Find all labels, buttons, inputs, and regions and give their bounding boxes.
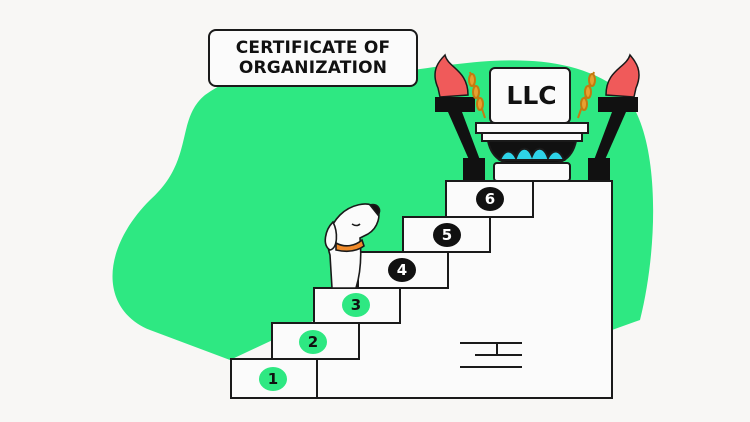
wheat-icons [468, 71, 596, 119]
step-4-badge: 4 [388, 258, 416, 282]
dog-illustration [324, 203, 381, 289]
left-torch [434, 53, 485, 180]
step-6-badge: 6 [476, 187, 504, 211]
certificate-title-box: CERTIFICATE OF ORGANIZATION [208, 29, 418, 87]
step-3-badge: 3 [342, 293, 370, 317]
right-torch [588, 53, 640, 180]
pedestal [475, 67, 589, 182]
step-1-badge: 1 [259, 367, 287, 391]
lotus-icon [498, 147, 566, 161]
title-line-2: ORGANIZATION [238, 58, 388, 78]
step-2-badge: 2 [299, 330, 327, 354]
step-5-badge: 5 [433, 223, 461, 247]
brick-lines [460, 342, 522, 368]
title-line-1: CERTIFICATE OF [235, 38, 391, 58]
llc-sign: LLC [506, 81, 557, 110]
